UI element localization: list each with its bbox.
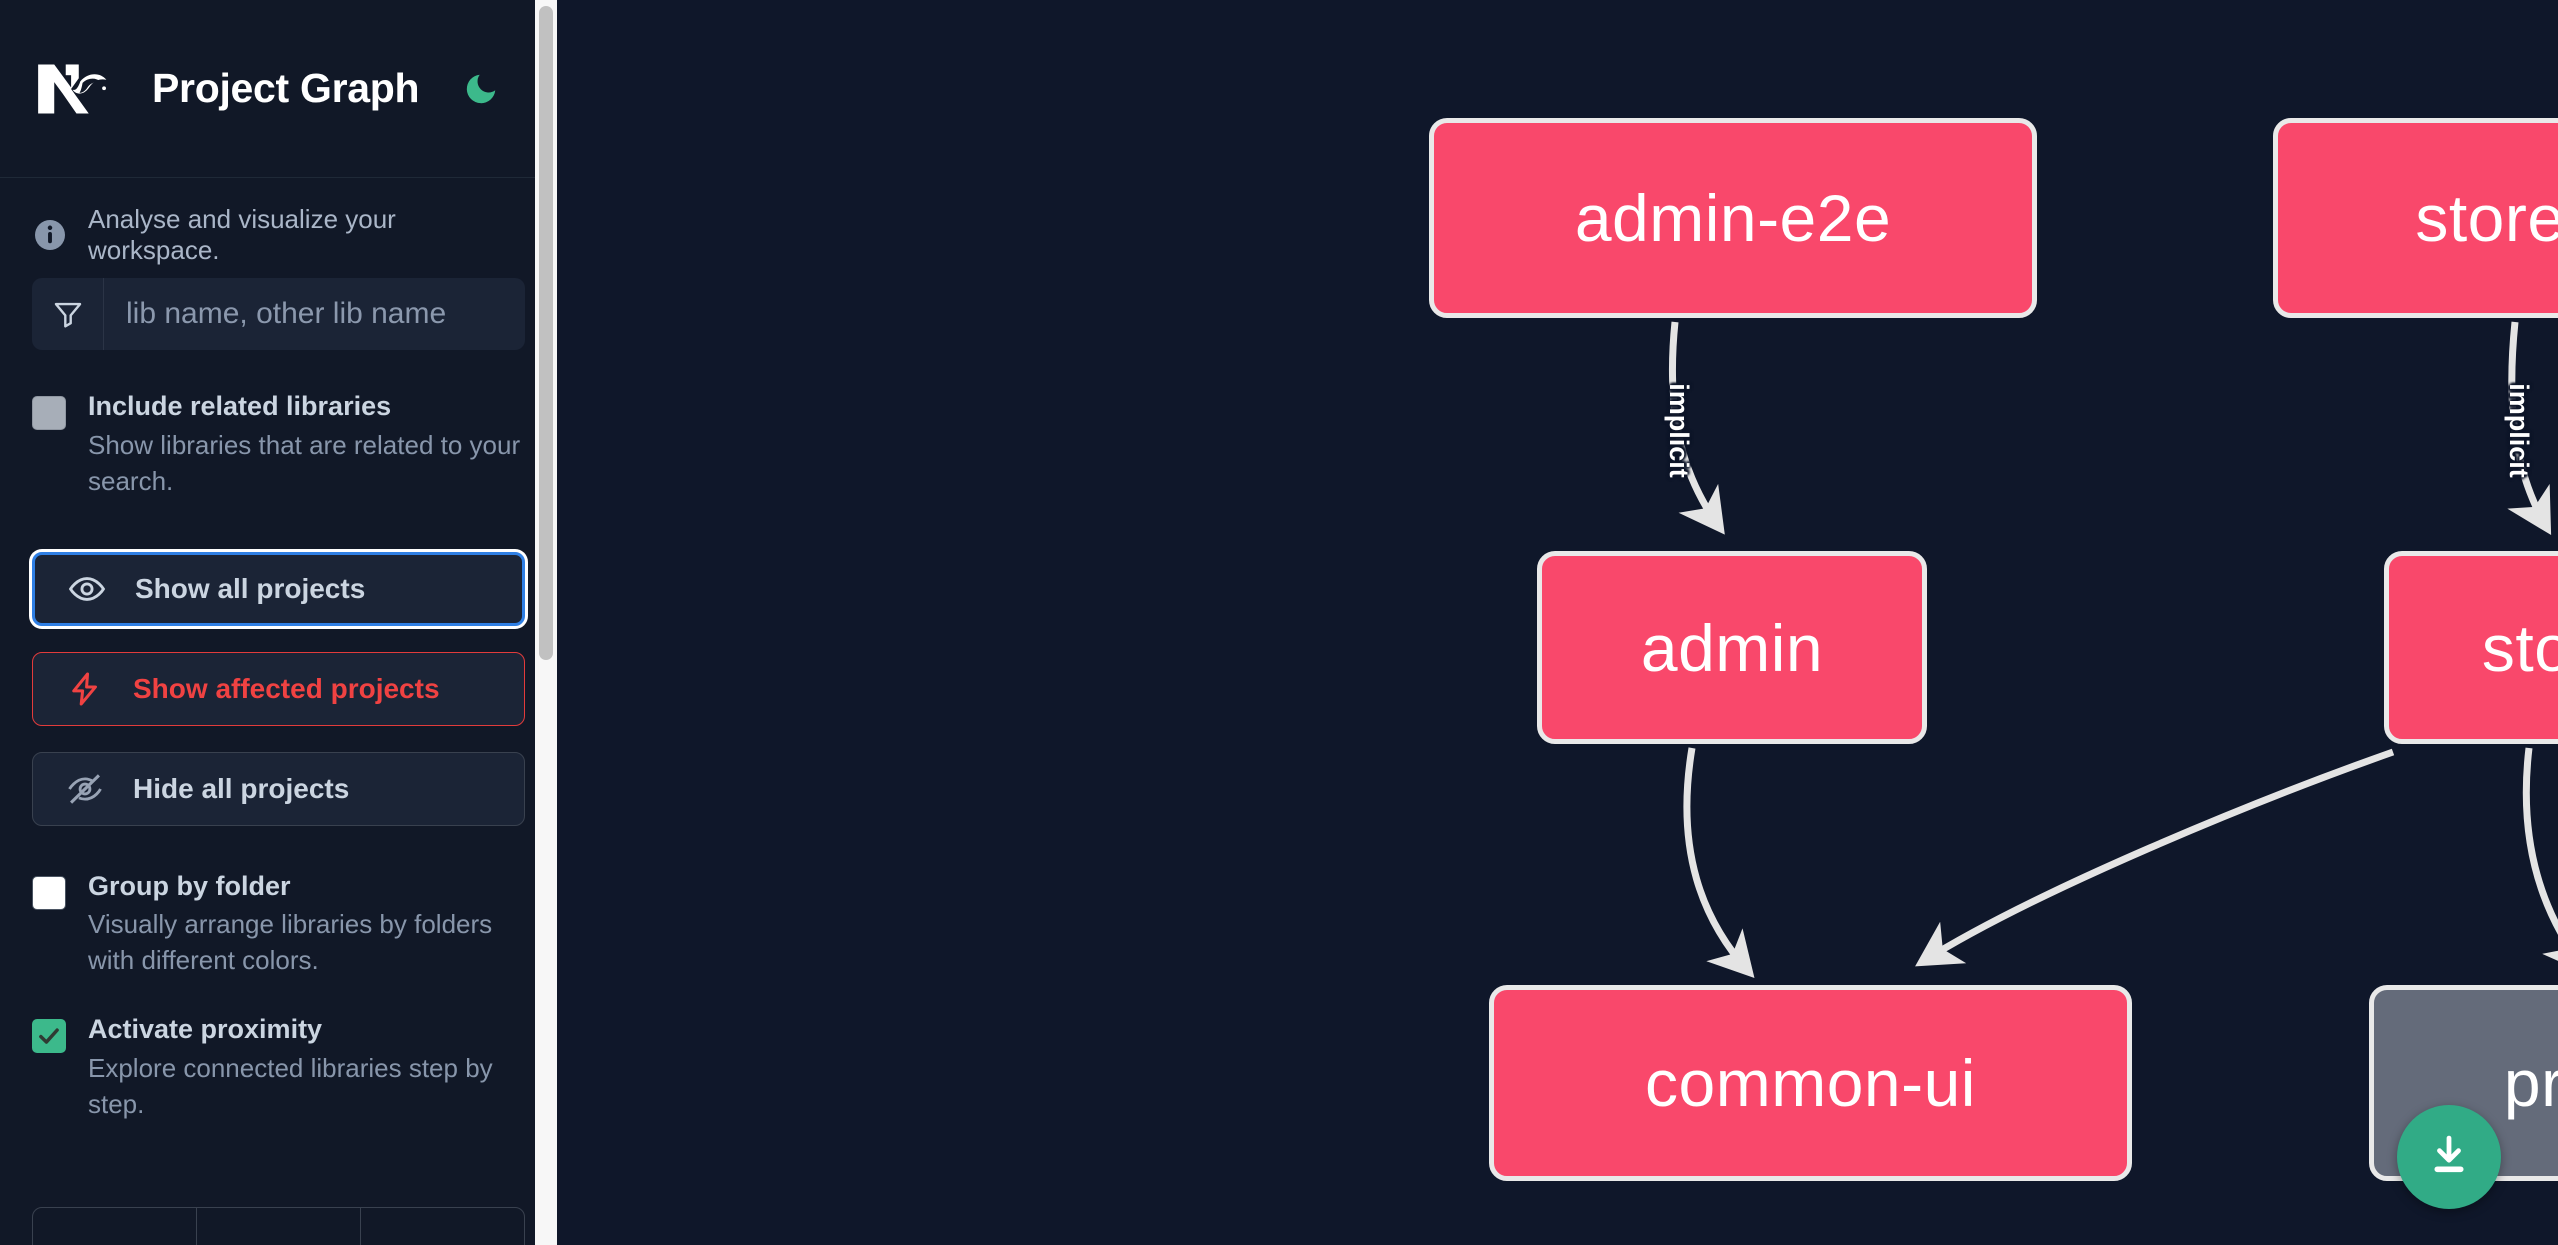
- tagline-text: Analyse and visualize your workspace.: [88, 204, 396, 265]
- node-label: store-e2e: [2415, 181, 2558, 255]
- node-label: admin-e2e: [1574, 181, 1892, 255]
- moon-icon[interactable]: [457, 65, 505, 113]
- graph-node-common-ui[interactable]: common-ui: [1489, 985, 2132, 1181]
- eye-off-icon: [63, 767, 107, 811]
- download-icon: [2423, 1129, 2475, 1186]
- include-related-libraries-description: Show libraries that are related to your …: [88, 429, 521, 496]
- lightning-icon: [63, 667, 107, 711]
- search-field-wrapper[interactable]: [32, 278, 525, 350]
- sidebar-scrollbar[interactable]: [535, 0, 557, 1245]
- graph-edges: [1668, 321, 2558, 979]
- activate-proximity-description: Explore connected libraries step by step…: [88, 1052, 493, 1119]
- sidebar-scrollbar-thumb[interactable]: [539, 6, 553, 660]
- eye-icon: [65, 567, 109, 611]
- search-input[interactable]: [104, 278, 525, 350]
- show-affected-projects-button[interactable]: Show affected projects: [32, 651, 525, 726]
- nx-logo-icon: [32, 58, 124, 120]
- sidebar-header: Project Graph: [0, 0, 557, 178]
- node-label: common-ui: [1645, 1046, 1976, 1120]
- group-by-folder-checkbox[interactable]: [32, 875, 66, 910]
- activate-proximity-checkbox[interactable]: [32, 1019, 66, 1053]
- show-all-projects-button[interactable]: Show all projects: [32, 551, 525, 626]
- sidebar-controls: Include related libraries Show libraries…: [0, 256, 557, 1123]
- bottom-segmented-control[interactable]: [32, 1207, 525, 1245]
- activate-proximity-label: Activate proximity: [88, 1014, 323, 1044]
- edge-admin-common-ui: [1683, 747, 1755, 979]
- graph-node-store-e2e[interactable]: store-e2e: [2273, 118, 2558, 318]
- node-label: products: [2503, 1046, 2558, 1120]
- checkbox-row-group-by-folder[interactable]: Group by folder Visually arrange librari…: [32, 870, 525, 980]
- graph-canvas[interactable]: implicit implicit admin-e2e store-e2e ad…: [557, 0, 2558, 1245]
- page-title: Project Graph: [152, 65, 420, 111]
- hide-all-projects-label: Hide all projects: [133, 772, 350, 804]
- checkbox-row-activate-proximity[interactable]: Activate proximity Explore connected lib…: [32, 1013, 525, 1123]
- info-circle-icon: [32, 217, 68, 253]
- workspace-tagline: Analyse and visualize your workspace.: [0, 178, 557, 265]
- edge-store-common-ui: [1915, 748, 2395, 967]
- checkbox-row-include-related-libraries[interactable]: Include related libraries Show libraries…: [32, 390, 525, 500]
- graph-node-products[interactable]: products: [2369, 985, 2558, 1181]
- edge-store-products: [2522, 747, 2558, 975]
- graph-node-admin-e2e[interactable]: admin-e2e: [1429, 118, 2037, 318]
- group-by-folder-label: Group by folder: [88, 870, 291, 901]
- filter-funnel-icon: [32, 278, 104, 350]
- include-related-libraries-checkbox[interactable]: [32, 396, 66, 430]
- sidebar: Project Graph Analyse and visualize your…: [0, 0, 557, 1245]
- hide-all-projects-button[interactable]: Hide all projects: [32, 751, 525, 826]
- show-all-projects-label: Show all projects: [135, 572, 366, 604]
- include-related-libraries-label: Include related libraries: [88, 391, 392, 421]
- download-button[interactable]: [2397, 1105, 2501, 1209]
- segment-1[interactable]: [33, 1208, 197, 1245]
- show-affected-projects-label: Show affected projects: [133, 672, 440, 704]
- graph-node-store[interactable]: store: [2384, 551, 2558, 744]
- segment-2[interactable]: [197, 1208, 361, 1245]
- edge-store-e2e-store: [2507, 321, 2552, 536]
- node-label: store: [2481, 610, 2558, 685]
- node-label: admin: [1640, 610, 1824, 685]
- edge-admin-e2e-admin: [1668, 321, 1725, 535]
- graph-node-admin[interactable]: admin: [1537, 551, 1927, 744]
- segment-3[interactable]: [361, 1208, 524, 1245]
- group-by-folder-description: Visually arrange libraries by folders wi…: [88, 909, 493, 976]
